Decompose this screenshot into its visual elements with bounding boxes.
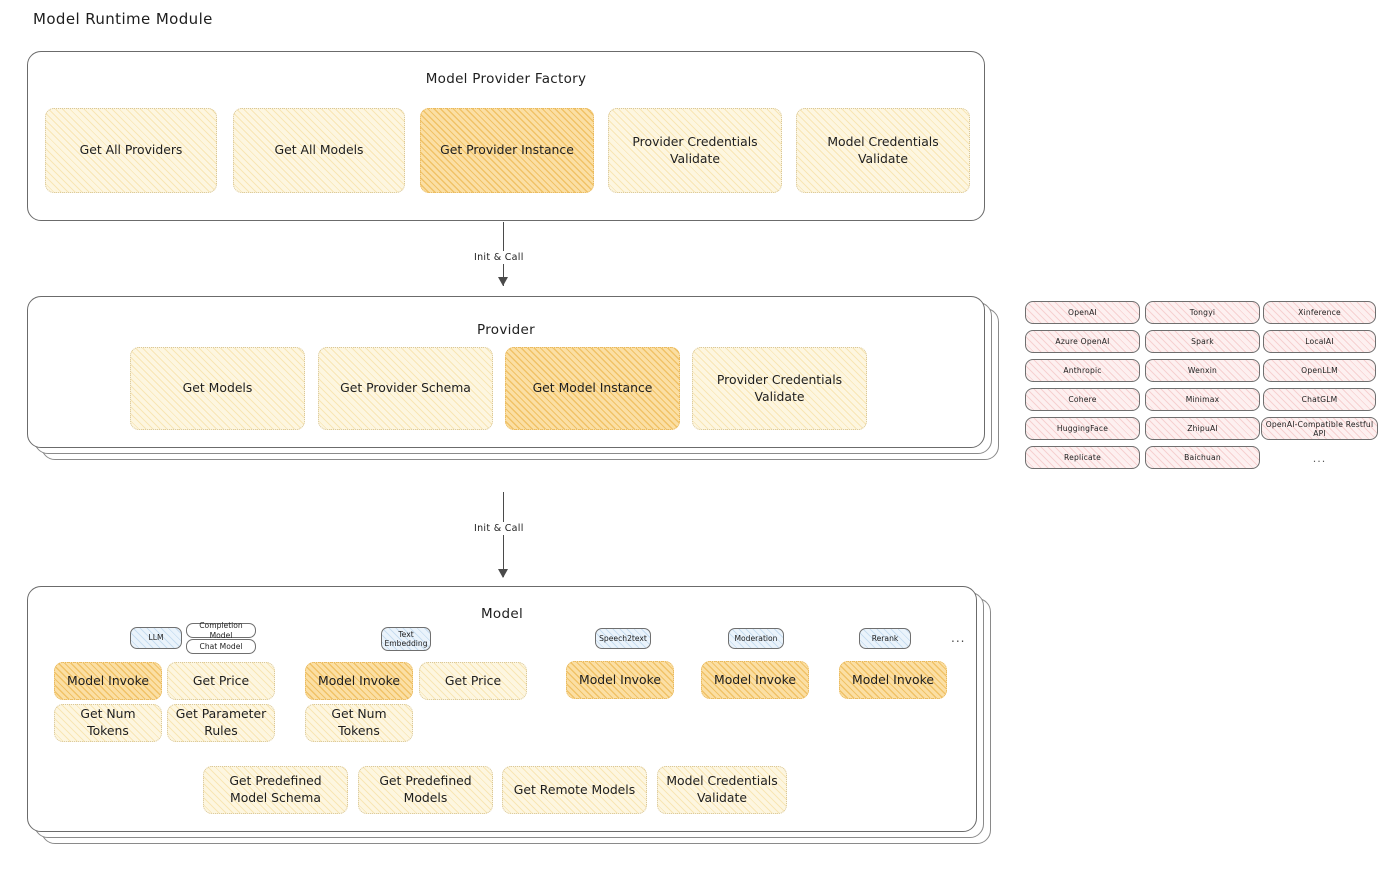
model-title: Model	[480, 606, 524, 622]
provider-chip-replicate[interactable]: Replicate	[1025, 446, 1140, 469]
model-sub-badge-chat-model[interactable]: Chat Model	[186, 639, 256, 654]
provider-chip-spark[interactable]: Spark	[1145, 330, 1260, 353]
model-common-method-get-predefined-models[interactable]: Get Predefined Models	[358, 766, 493, 814]
factory-method-provider-credentials-validate[interactable]: Provider Credentials Validate	[608, 108, 782, 193]
model-types-ellipsis: ...	[951, 631, 966, 645]
provider-chip-openai-compatible-restful-api[interactable]: OpenAI-Compatible Restful API	[1261, 417, 1378, 440]
provider-method-get-provider-schema[interactable]: Get Provider Schema	[318, 347, 493, 430]
provider-chip-azure-openai[interactable]: Azure OpenAI	[1025, 330, 1140, 353]
speech2text-method-model-invoke[interactable]: Model Invoke	[566, 661, 674, 699]
moderation-method-model-invoke[interactable]: Model Invoke	[701, 661, 809, 699]
provider-chip-anthropic[interactable]: Anthropic	[1025, 359, 1140, 382]
llm-method-get-price[interactable]: Get Price	[167, 662, 275, 700]
provider-chip-xinference[interactable]: Xinference	[1263, 301, 1376, 324]
model-sub-badge-completion-model[interactable]: Completion Model	[186, 621, 256, 640]
model-type-badge-rerank[interactable]: Rerank	[859, 628, 911, 649]
provider-chip-localai[interactable]: LocalAI	[1263, 330, 1376, 353]
model-common-method-get-remote-models[interactable]: Get Remote Models	[502, 766, 647, 814]
model-type-badge-moderation[interactable]: Moderation	[728, 628, 784, 649]
provider-chip-cohere[interactable]: Cohere	[1025, 388, 1140, 411]
text-embedding-method-model-invoke[interactable]: Model Invoke	[305, 662, 413, 700]
provider-chip-chatglm[interactable]: ChatGLM	[1263, 388, 1376, 411]
provider-chip-minimax[interactable]: Minimax	[1145, 388, 1260, 411]
provider-chip-openllm[interactable]: OpenLLM	[1263, 359, 1376, 382]
text-embedding-method-get-price[interactable]: Get Price	[419, 662, 527, 700]
llm-method-get-parameter-rules[interactable]: Get Parameter Rules	[167, 704, 275, 742]
provider-method-provider-credentials-validate[interactable]: Provider Credentials Validate	[692, 347, 867, 430]
provider-chip-zhipuai[interactable]: ZhipuAI	[1145, 417, 1260, 440]
model-common-method-model-credentials-validate[interactable]: Model Credentials Validate	[657, 766, 787, 814]
provider-list-ellipsis: ...	[1312, 452, 1327, 465]
rerank-method-model-invoke[interactable]: Model Invoke	[839, 661, 947, 699]
model-common-method-get-predefined-model-schema[interactable]: Get Predefined Model Schema	[203, 766, 348, 814]
arrow-provider-to-model-head	[498, 569, 508, 578]
text-embedding-method-get-num-tokens[interactable]: Get Num Tokens	[305, 704, 413, 742]
provider-chip-baichuan[interactable]: Baichuan	[1145, 446, 1260, 469]
model-type-badge-speech2text[interactable]: Speech2text	[595, 628, 651, 649]
provider-chip-wenxin[interactable]: Wenxin	[1145, 359, 1260, 382]
provider-method-get-model-instance[interactable]: Get Model Instance	[505, 347, 680, 430]
provider-method-get-models[interactable]: Get Models	[130, 347, 305, 430]
provider-chip-openai[interactable]: OpenAI	[1025, 301, 1140, 324]
provider-chip-tongyi[interactable]: Tongyi	[1145, 301, 1260, 324]
factory-method-model-credentials-validate[interactable]: Model Credentials Validate	[796, 108, 970, 193]
provider-chip-huggingface[interactable]: HuggingFace	[1025, 417, 1140, 440]
llm-method-model-invoke[interactable]: Model Invoke	[54, 662, 162, 700]
factory-method-get-all-models[interactable]: Get All Models	[233, 108, 405, 193]
arrow-factory-to-provider-head	[498, 277, 508, 286]
arrow-provider-to-model-label: Init & Call	[470, 522, 528, 535]
model-type-badge-text-embedding[interactable]: Text Embedding	[381, 627, 431, 651]
factory-method-get-provider-instance[interactable]: Get Provider Instance	[420, 108, 594, 193]
arrow-factory-to-provider-label: Init & Call	[470, 251, 528, 264]
llm-method-get-num-tokens[interactable]: Get Num Tokens	[54, 704, 162, 742]
model-provider-factory-title: Model Provider Factory	[425, 71, 587, 87]
page-title: Model Runtime Module	[33, 10, 213, 28]
model-type-badge-llm[interactable]: LLM	[130, 627, 182, 649]
provider-title: Provider	[477, 322, 535, 338]
factory-method-get-all-providers[interactable]: Get All Providers	[45, 108, 217, 193]
